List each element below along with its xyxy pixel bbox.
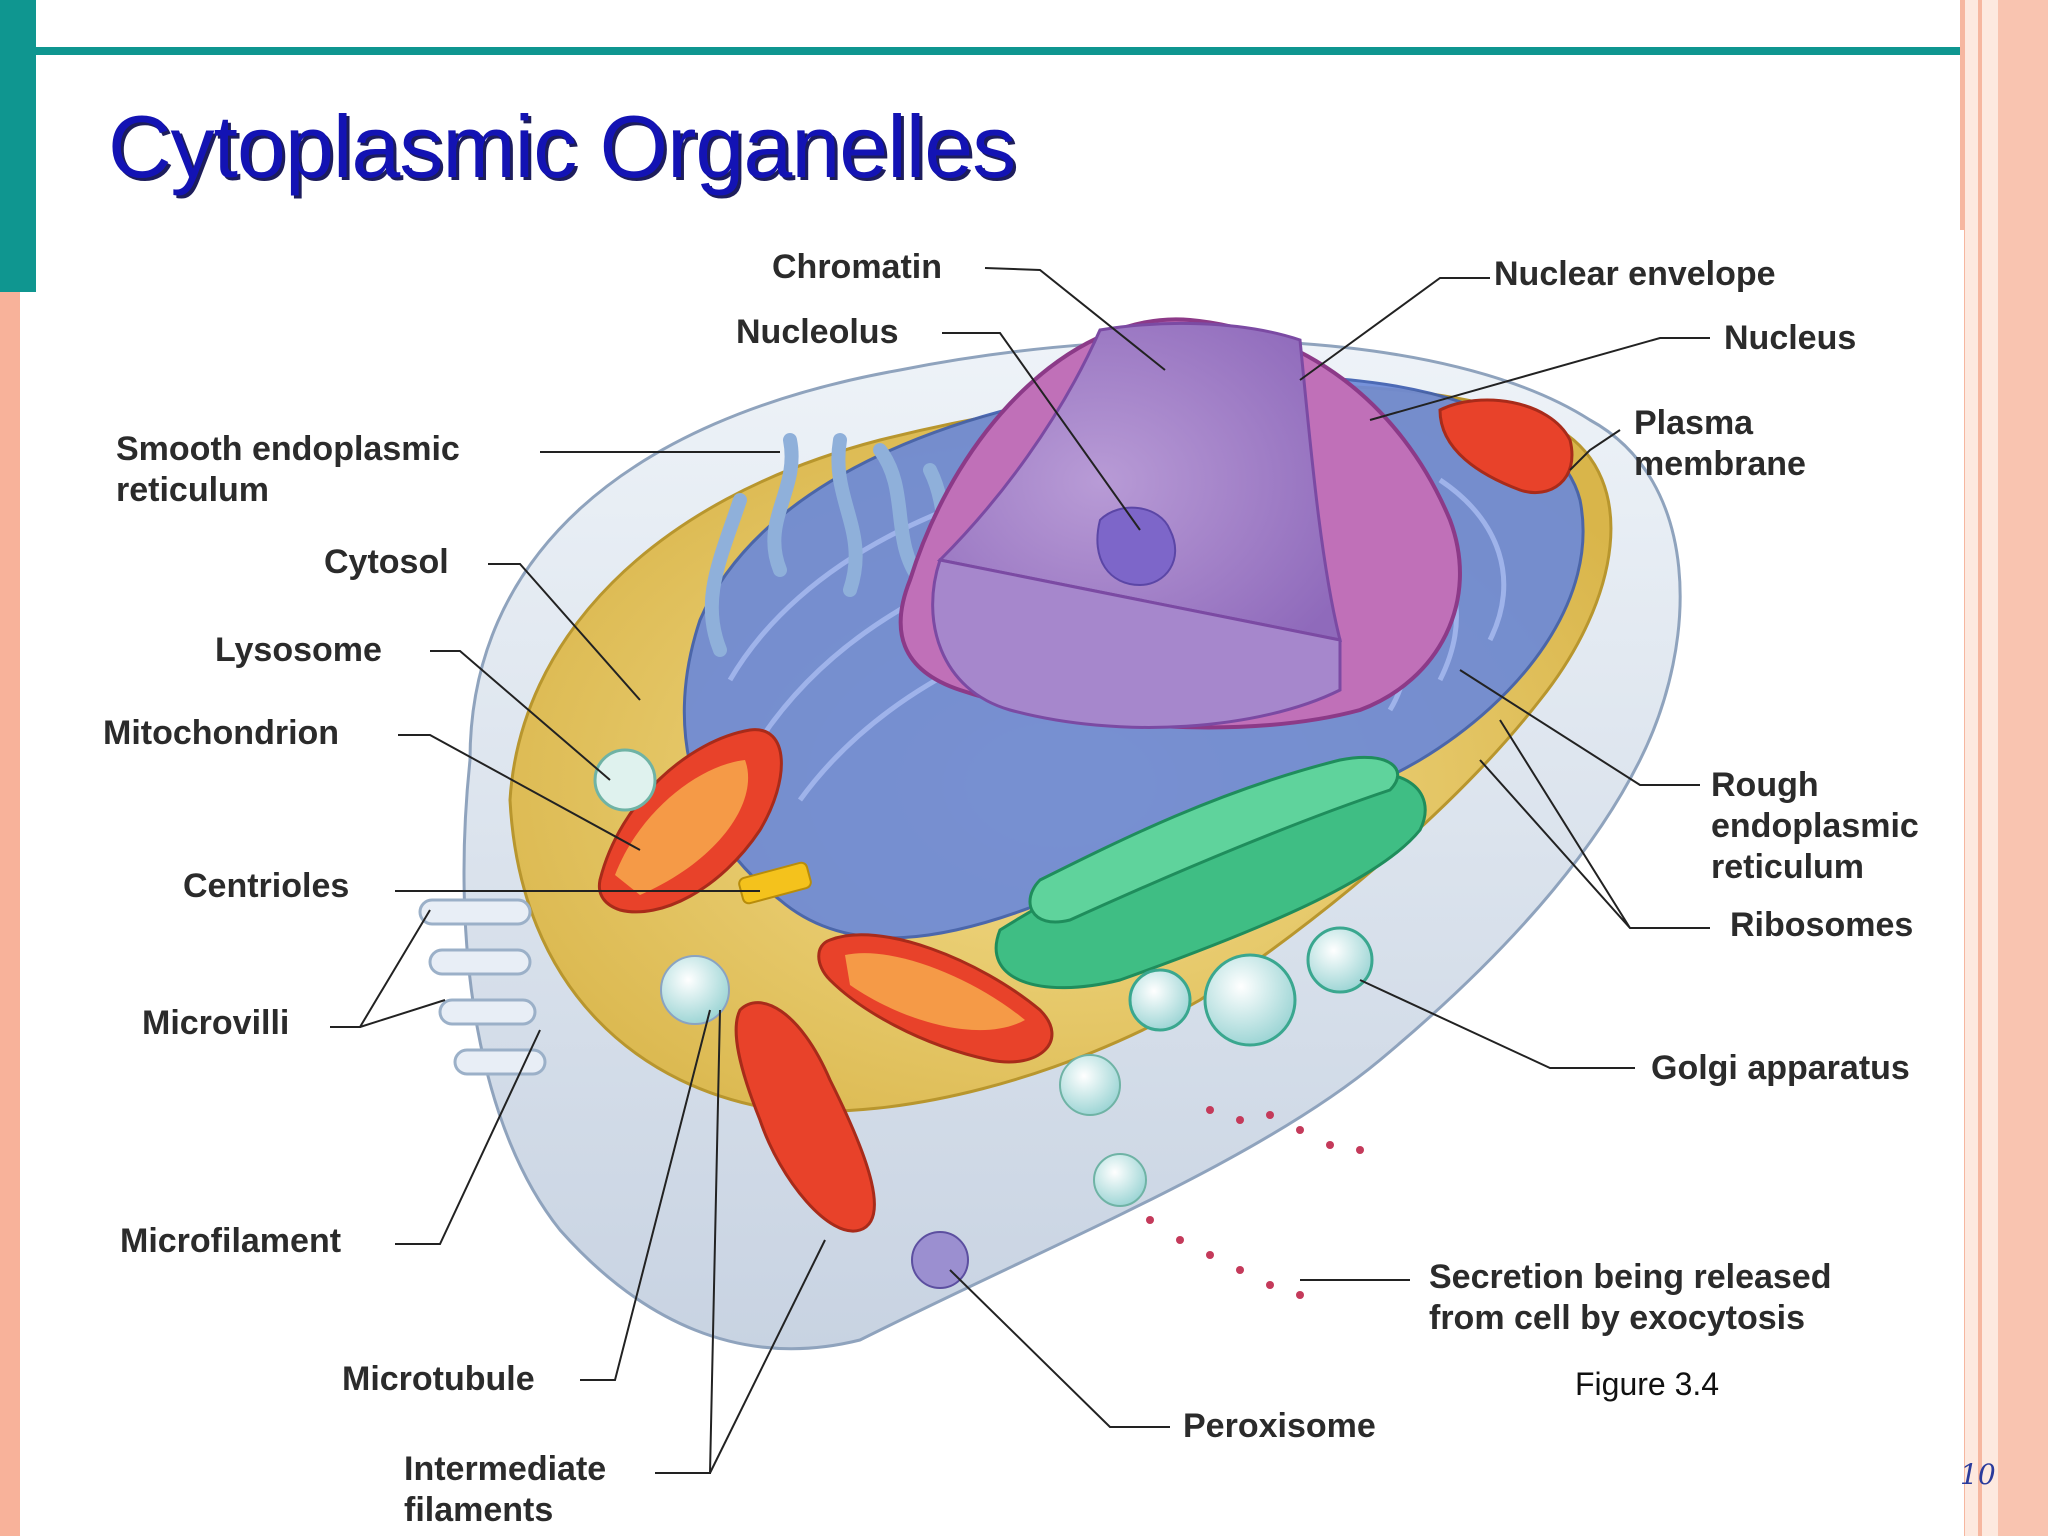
label-rough-er-line3: reticulum bbox=[1711, 848, 1865, 886]
accent-bar-left bbox=[0, 0, 36, 292]
label-mitochondrion: Mitochondrion bbox=[103, 714, 340, 752]
label-ribosomes: Ribosomes bbox=[1730, 906, 1914, 944]
clear-vesicle bbox=[660, 955, 730, 1025]
nucleus-shape bbox=[898, 317, 1462, 730]
page-number: 10 bbox=[1960, 1458, 1996, 1491]
label-secretion-line1: Secretion being released bbox=[1429, 1258, 1832, 1296]
centriole-shape bbox=[738, 861, 812, 905]
exocytosis-vesicle bbox=[1093, 1153, 1147, 1207]
label-centrioles: Centrioles bbox=[183, 867, 350, 905]
label-plasma-membrane-line1: Plasma bbox=[1634, 404, 1754, 442]
label-intermediate-line1: Intermediate bbox=[404, 1450, 607, 1488]
figure-caption: Figure 3.4 bbox=[1575, 1366, 1720, 1402]
plasma-vesicle-red bbox=[1438, 398, 1574, 495]
smooth-er-shape bbox=[704, 433, 967, 657]
label-rough-er-line1: Rough bbox=[1711, 766, 1819, 804]
label-smooth-er-line1: Smooth endoplasmic bbox=[116, 430, 460, 468]
label-nucleus: Nucleus bbox=[1724, 319, 1857, 357]
leader-lines bbox=[330, 267, 1710, 1474]
label-smooth-er-line2: reticulum bbox=[116, 471, 270, 509]
microvilli-shape bbox=[418, 898, 547, 1076]
lysosome-shape bbox=[593, 748, 657, 812]
label-nuclear-envelope: Nuclear envelope bbox=[1494, 255, 1776, 293]
label-chromatin: Chromatin bbox=[772, 248, 942, 286]
label-rough-er-line2: endoplasmic bbox=[1711, 807, 1919, 845]
label-golgi-apparatus: Golgi apparatus bbox=[1651, 1049, 1910, 1087]
mitochondrion-3-shape bbox=[734, 1001, 876, 1233]
secretion-granules bbox=[1146, 1106, 1364, 1299]
golgi-shape bbox=[994, 755, 1427, 1047]
slide-border-left bbox=[0, 292, 20, 1536]
mitochondrion-shape bbox=[597, 728, 783, 914]
label-microtubule: Microtubule bbox=[342, 1360, 535, 1398]
title-rule bbox=[36, 47, 2031, 55]
slide-title: Cytoplasmic Organelles bbox=[108, 97, 1016, 196]
label-lysosome: Lysosome bbox=[215, 631, 382, 669]
nucleolus-shape bbox=[1096, 506, 1177, 587]
label-intermediate-line2: filaments bbox=[404, 1491, 554, 1529]
label-cytosol: Cytosol bbox=[324, 543, 449, 581]
label-plasma-membrane-line2: membrane bbox=[1634, 445, 1806, 483]
label-microvilli: Microvilli bbox=[142, 1004, 290, 1042]
label-nucleolus: Nucleolus bbox=[736, 313, 899, 351]
mitochondrion-2-shape bbox=[817, 933, 1054, 1064]
slide-border-right bbox=[1960, 0, 2048, 1536]
secretory-vesicle bbox=[1059, 1054, 1121, 1116]
label-secretion-line2: from cell by exocytosis bbox=[1429, 1299, 1806, 1337]
label-peroxisome: Peroxisome bbox=[1183, 1407, 1376, 1445]
label-microfilament: Microfilament bbox=[120, 1222, 342, 1260]
